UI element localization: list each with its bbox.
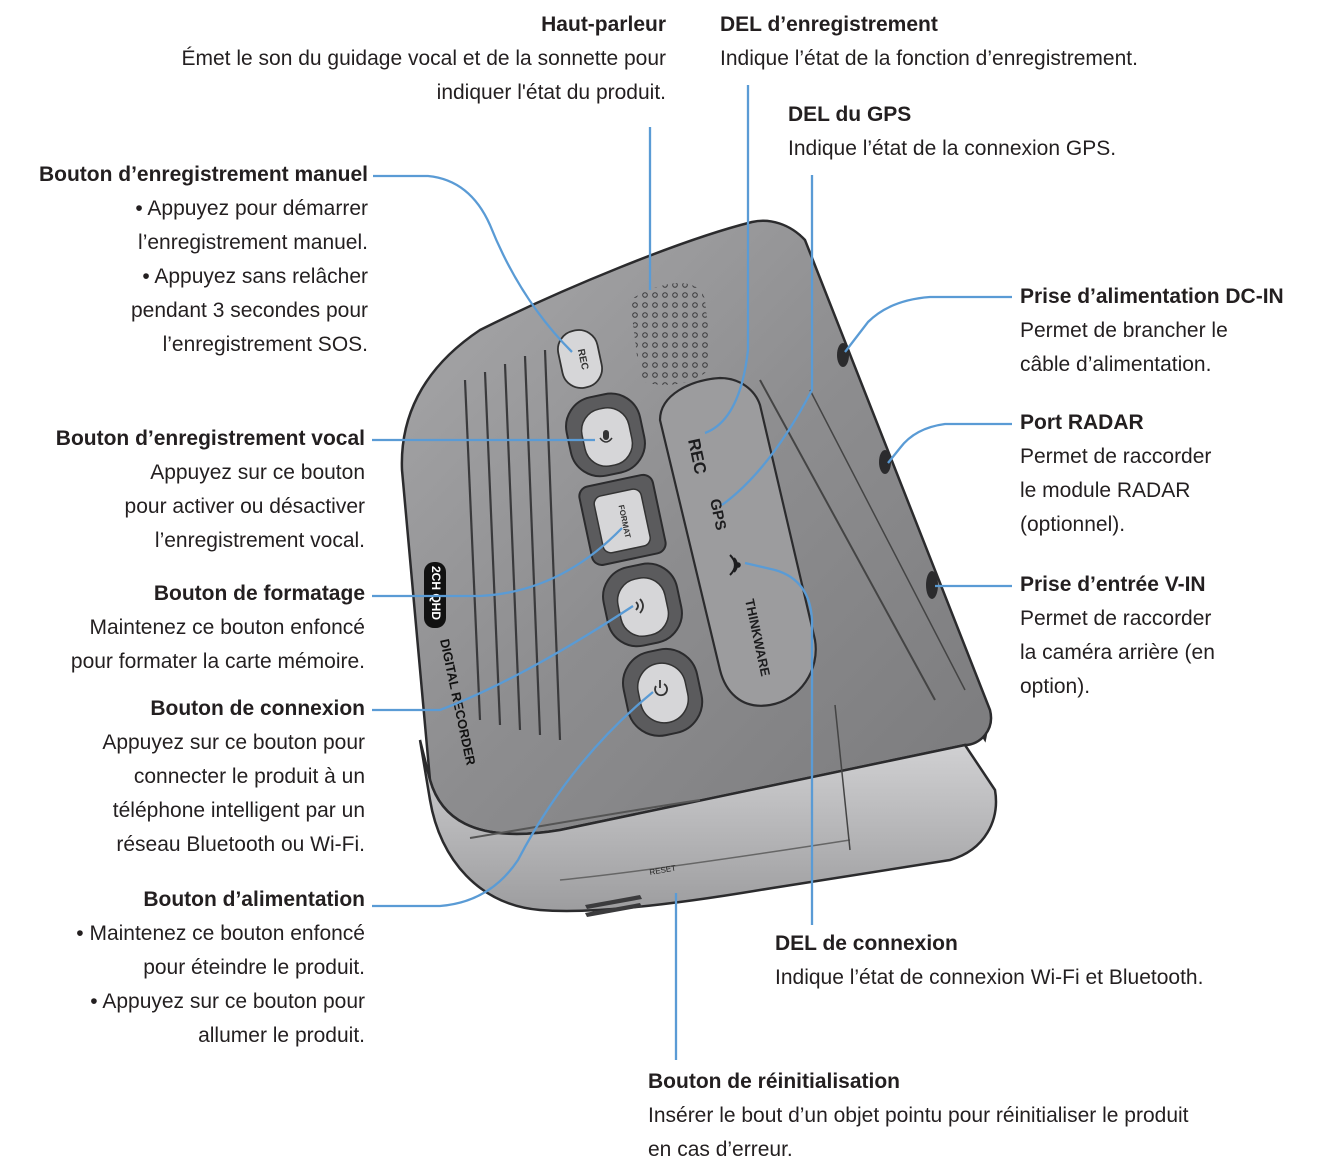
callout-conn-led-title: DEL de connexion: [775, 932, 958, 955]
leader-format: [372, 527, 623, 598]
callout-manual-rec-title: Bouton d’enregistrement manuel: [38, 163, 368, 186]
callout-voice-rec-title: Bouton d’enregistrement vocal: [55, 427, 365, 450]
callout-rec-led-title: DEL d’enregistrement: [720, 13, 938, 36]
callout-dc-in-title: Prise d’alimentation DC-IN: [1020, 285, 1284, 308]
callout-format-title: Bouton de formatage: [153, 582, 365, 605]
callout-reset-title: Bouton de réinitialisation: [648, 1070, 901, 1093]
callout-gps-led: DEL du GPS Indique l’état de la connexio…: [788, 98, 1116, 166]
callout-v-in-title: Prise d’entrée V-IN: [1020, 573, 1206, 596]
callout-conn-led-desc: Indique l’état de connexion Wi-Fi et Blu…: [775, 966, 1204, 989]
callout-connection: Bouton de connexion Appuyez sur ce bouto…: [102, 692, 365, 862]
callout-format-desc: Maintenez ce bouton enfoncé pour formate…: [70, 616, 365, 673]
callout-dc-in-desc: Permet de brancher le câble d’alimentati…: [1020, 319, 1228, 376]
leader-conn-led: [744, 561, 814, 925]
callout-manual-rec-desc: • Appuyez pour démarrer l’enregistrement…: [130, 197, 368, 356]
led-panel: [658, 376, 817, 707]
callout-v-in-desc: Permet de raccorder la caméra arrière (e…: [1020, 607, 1215, 698]
callout-reset: Bouton de réinitialisation Insérer le bo…: [648, 1065, 1189, 1167]
callout-dc-in: Prise d’alimentation DC-IN Permet de bra…: [1020, 280, 1284, 382]
callout-speaker-desc: Émet le son du guidage vocal et de la so…: [181, 47, 667, 104]
connection-led-icon: [729, 554, 741, 576]
vent-slots: [463, 349, 562, 741]
callout-power-title: Bouton d’alimentation: [143, 888, 365, 911]
callout-radar-desc: Permet de raccorder le module RADAR (opt…: [1020, 445, 1212, 536]
callout-connection-desc: Appuyez sur ce bouton pour connecter le …: [102, 731, 365, 856]
callout-voice-rec: Bouton d’enregistrement vocal Appuyez su…: [56, 422, 365, 558]
rec-button-label: REC: [575, 348, 590, 371]
dashcam-body: REC FORMAT REC GPS THINKWARE 2CH: [400, 219, 998, 917]
leader-lines: [372, 85, 1012, 1060]
leader-manual-rec: [373, 174, 573, 353]
callout-conn-led: DEL de connexion Indique l’état de conne…: [775, 927, 1203, 995]
button-column: [565, 392, 704, 737]
callout-manual-rec: Bouton d’enregistrement manuel • Appuyez…: [39, 158, 368, 362]
leader-rec-led: [704, 85, 750, 435]
callout-speaker-title: Haut-parleur: [541, 13, 666, 36]
gps-led-label: GPS: [706, 497, 729, 532]
leader-power: [372, 691, 654, 908]
callout-rec-led-desc: Indique l’état de la fonction d’enregist…: [720, 47, 1138, 70]
leader-gps-led: [721, 175, 814, 506]
wifi-icon: [635, 598, 644, 614]
callout-reset-desc: Insérer le bout d’un objet pointu pour r…: [648, 1104, 1189, 1161]
callout-radar-title: Port RADAR: [1020, 411, 1144, 434]
callout-rec-led: DEL d’enregistrement Indique l’état de l…: [720, 8, 1138, 76]
callout-power-desc: • Maintenez ce bouton enfoncé pour étein…: [76, 922, 365, 1047]
leader-radar: [887, 422, 1012, 464]
callout-radar: Port RADAR Permet de raccorder le module…: [1020, 406, 1211, 542]
callout-format: Bouton de formatage Maintenez ce bouton …: [71, 577, 365, 679]
callout-power: Bouton d’alimentation • Maintenez ce bou…: [76, 883, 365, 1053]
speaker-grille: [630, 283, 712, 385]
callout-voice-rec-desc: Appuyez sur ce bouton pour activer ou dé…: [124, 461, 365, 552]
callout-connection-title: Bouton de connexion: [150, 697, 365, 720]
side-badge: 2CH QHD: [429, 566, 443, 620]
microphone-icon: [599, 430, 613, 443]
power-icon: [654, 680, 668, 697]
reset-vents: [585, 895, 642, 917]
manual-rec-button[interactable]: REC: [554, 326, 605, 391]
callout-v-in: Prise d’entrée V-IN Permet de raccorder …: [1020, 568, 1215, 704]
leader-dc-in: [844, 295, 1012, 353]
callout-gps-led-desc: Indique l’état de la connexion GPS.: [788, 137, 1117, 160]
callout-speaker: Haut-parleur Émet le son du guidage voca…: [182, 8, 667, 110]
callout-gps-led-title: DEL du GPS: [788, 103, 912, 126]
leader-connection: [372, 605, 634, 712]
